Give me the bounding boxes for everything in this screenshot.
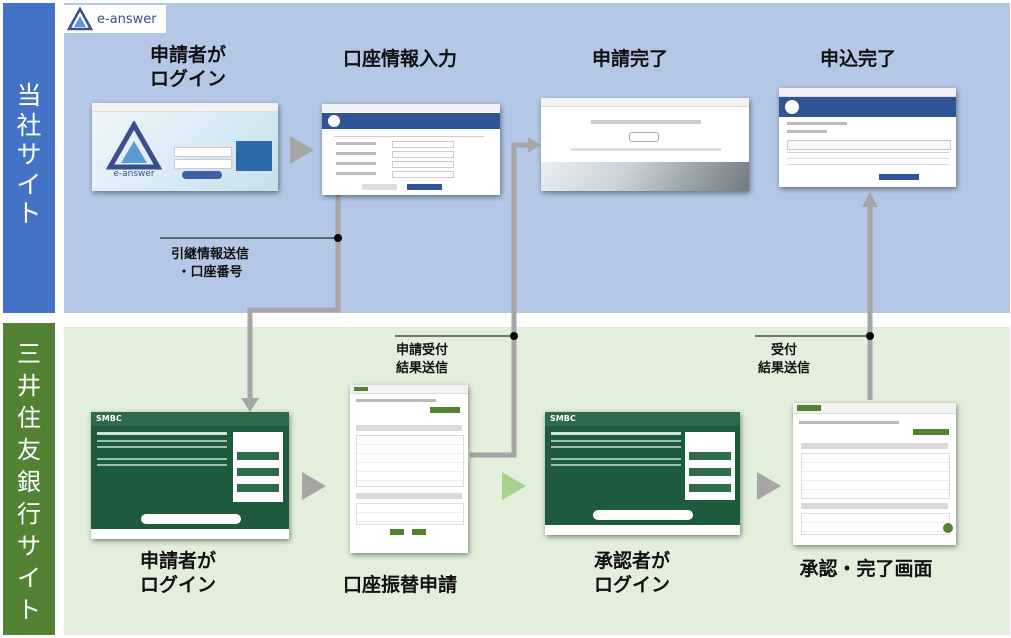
receipt-flow-arrowhead xyxy=(862,192,878,207)
note-handover-info: 引継情報送信・口座番号 xyxy=(170,247,249,280)
e-answer-screen-logo-icon xyxy=(105,121,163,170)
step-label-applicant-login-top: 申請者がログイン xyxy=(149,44,226,90)
step-arrow-top-1 xyxy=(290,136,314,164)
screen-subscription-done xyxy=(779,88,956,187)
app-result-flow-line xyxy=(470,142,530,458)
step-label-account-transfer: 口座振替申請 xyxy=(342,574,457,596)
app-result-flow-arrowhead xyxy=(528,137,541,153)
step-label-approval-complete: 承認・完了画面 xyxy=(799,558,933,580)
note-application-result: 申請受付結果送信 xyxy=(395,343,448,376)
e-answer-logo-icon xyxy=(67,7,93,31)
screen-smbc-applicant-login: SMBC xyxy=(91,412,289,539)
step-label-applicant-login-bottom: 申請者がログイン xyxy=(139,550,216,596)
step-arrow-bottom-2 xyxy=(502,472,526,500)
step-label-approver-login: 承認者がログイン xyxy=(593,550,670,596)
bank-site-title: 三井 住友 銀行 サイ ト xyxy=(17,340,41,624)
handover-flow-line xyxy=(247,195,341,400)
note-receipt-result: 受付結果送信 xyxy=(757,343,810,376)
handover-flow-arrowhead xyxy=(241,398,259,412)
app-result-note-dot xyxy=(510,332,518,340)
screen-e-answer-login: e-answer xyxy=(92,103,278,191)
step-label-application-done: 申請完了 xyxy=(591,48,668,70)
company-site-title: 当社 サイ ト xyxy=(16,81,42,229)
screen-approval-complete xyxy=(793,403,956,545)
screen-application-done xyxy=(541,98,749,191)
step-arrow-bottom-1 xyxy=(302,472,326,500)
handover-note-dot xyxy=(334,234,342,242)
step-label-subscription-done: 申込完了 xyxy=(819,48,896,70)
bank-band-label-bg xyxy=(3,323,55,635)
screen-smbc-approver-login: SMBC xyxy=(545,412,740,535)
screen-account-input xyxy=(322,104,500,195)
e-answer-logo: e-answer xyxy=(64,5,166,33)
step-arrow-bottom-3 xyxy=(757,472,781,500)
step-label-account-input: 口座情報入力 xyxy=(342,48,457,70)
company-band-label-bg xyxy=(3,3,55,313)
screen-account-transfer xyxy=(350,385,468,553)
receipt-note-dot xyxy=(866,332,874,340)
